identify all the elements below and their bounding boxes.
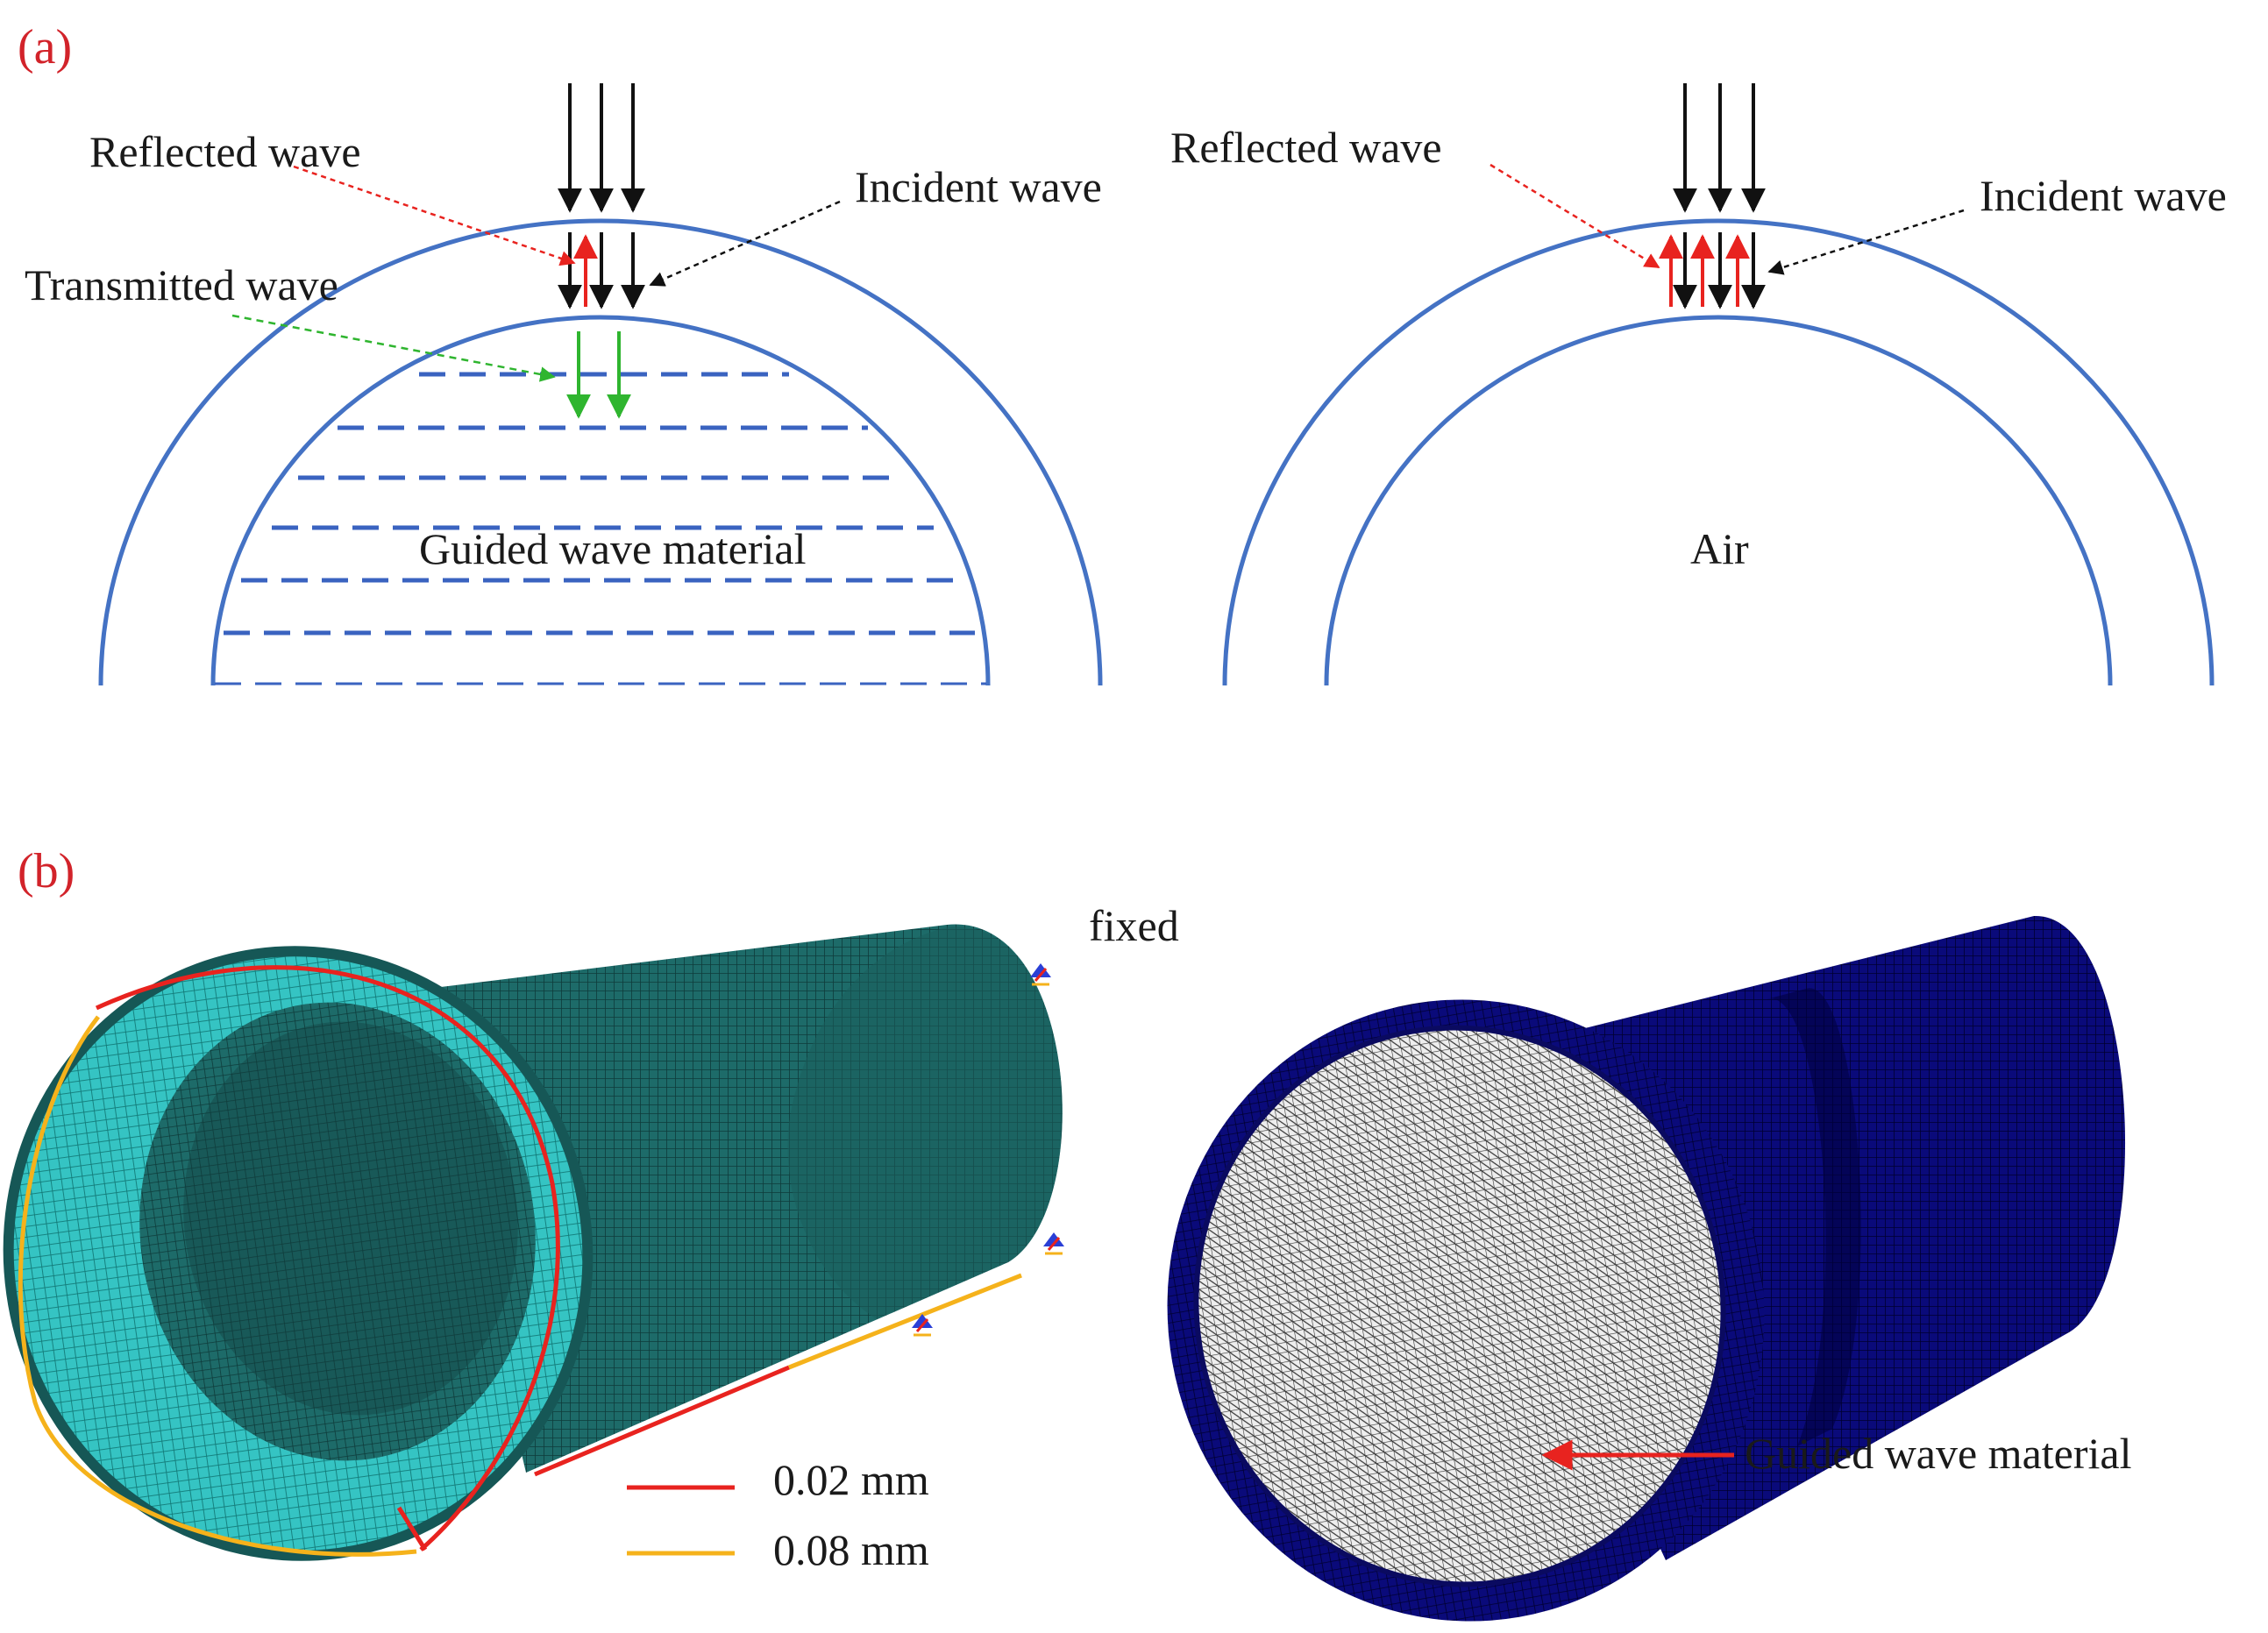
right-ring-diagram: Reflected wave Incident wave Air (1170, 83, 2227, 686)
right-incident-leader (1767, 209, 1965, 275)
orange-boundary-edge (788, 1273, 1022, 1370)
right-outer-ring (1222, 218, 2215, 686)
legend-label-red: 0.02 mm (773, 1455, 929, 1504)
panel-b-label: (b) (18, 844, 75, 898)
left-inner-ring (210, 315, 991, 686)
left-transmitted-label: Transmitted wave (25, 260, 338, 309)
left-incident-label: Incident wave (855, 162, 1102, 211)
fixed-constraint-icon-1 (1030, 963, 1051, 986)
white-material-face (1196, 1027, 1724, 1585)
white-face-shade (1193, 1025, 1726, 1587)
left-incident-leader (649, 200, 841, 287)
teal-front-hole-shade (183, 1021, 518, 1416)
legend: 0.02 mm 0.08 mm (627, 1455, 929, 1574)
blue-cylinder-band (1767, 988, 1861, 1446)
left-incident-arrows (558, 83, 645, 309)
left-ring-diagram: Reflected wave Incident wave Transmitted… (25, 83, 1103, 686)
left-medium-label: Guided wave material (419, 524, 806, 573)
teal-mesh-cylinder (3, 924, 1064, 1561)
teal-cylinder-end-shade (787, 927, 1063, 1319)
material-label: Guided wave material (1745, 1429, 2131, 1478)
fixed-constraint-icon-3 (912, 1314, 933, 1337)
right-incident-label: Incident wave (1980, 171, 2227, 220)
right-medium-label: Air (1690, 524, 1749, 573)
red-boundary-arc (95, 965, 560, 1551)
right-incident-arrows (1673, 83, 1766, 309)
teal-front-hole (139, 1002, 536, 1461)
right-inner-ring (1324, 315, 2113, 686)
left-reflected-label: Reflected wave (89, 127, 361, 176)
orange-boundary-arc (18, 1015, 417, 1557)
left-transmitted-leader (231, 314, 556, 382)
guided-material-dashes (215, 372, 986, 685)
right-reflected-arrows (1659, 234, 1750, 307)
fixed-label: fixed (1089, 901, 1179, 950)
red-boundary-notch (396, 1506, 428, 1551)
red-boundary-edge (534, 1365, 790, 1477)
fixed-constraint-icon-2 (1043, 1232, 1064, 1255)
left-outer-ring (98, 218, 1103, 686)
blue-mesh-cylinder (1167, 915, 2126, 1622)
legend-label-orange: 0.08 mm (773, 1525, 929, 1574)
left-reflected-leader (293, 165, 576, 266)
panel-a-label: (a) (18, 20, 72, 75)
right-reflected-label: Reflected wave (1170, 123, 1442, 172)
left-transmitted-arrows (566, 331, 631, 419)
right-reflected-leader (1489, 163, 1660, 269)
